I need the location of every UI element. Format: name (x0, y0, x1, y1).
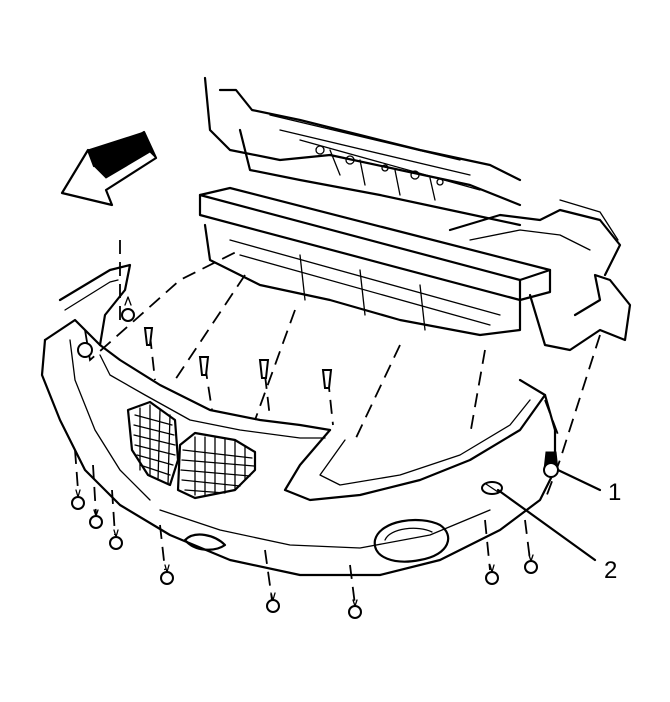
screw (160, 564, 174, 585)
callout-1: 1 (556, 468, 621, 506)
impact-bar (198, 186, 632, 352)
clip-2 (481, 481, 503, 495)
screw (71, 489, 85, 510)
arrow-left-down-icon (60, 130, 158, 207)
screw (266, 592, 280, 613)
bumper-fascia (40, 263, 557, 577)
callout-label-2: 2 (604, 557, 617, 584)
push-pin (143, 327, 154, 346)
grille-right (176, 431, 257, 500)
screw (121, 296, 135, 322)
radiator-support-frame (203, 76, 622, 277)
fasteners (71, 296, 559, 619)
push-pin (198, 356, 210, 376)
screw (348, 599, 362, 619)
screw (485, 564, 499, 585)
screw (109, 529, 123, 550)
bolt-1 (543, 451, 559, 478)
screw (524, 554, 538, 574)
assembly-lines (74, 240, 601, 606)
nut (77, 342, 93, 358)
push-pin (321, 369, 333, 389)
screw (89, 509, 103, 529)
callout-2: 2 (496, 488, 617, 584)
push-pin (258, 359, 270, 379)
grille-left (126, 400, 180, 487)
callout-label-1: 1 (608, 479, 621, 506)
